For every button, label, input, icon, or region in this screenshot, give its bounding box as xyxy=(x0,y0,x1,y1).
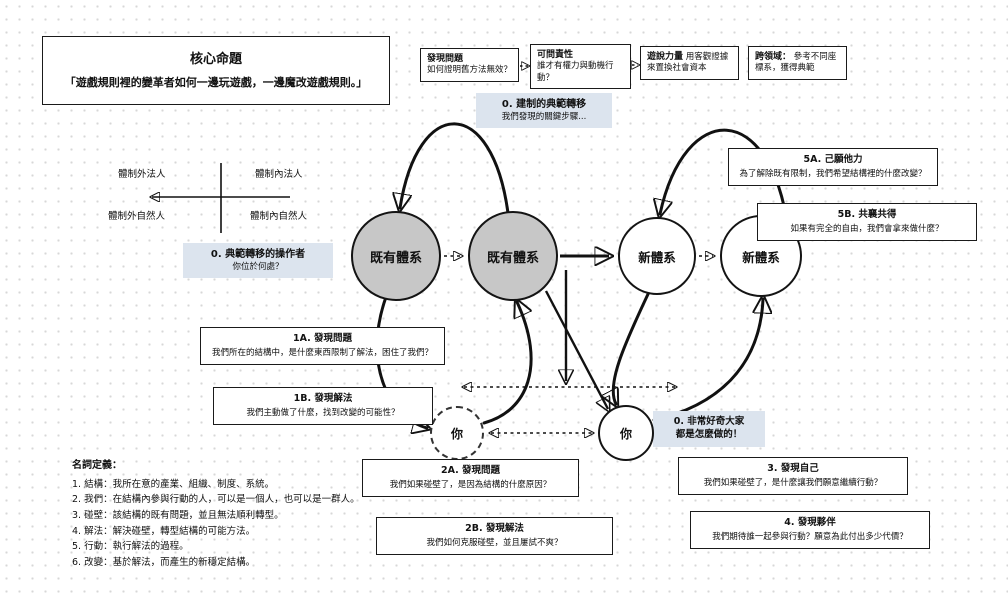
arc-you-to-new xyxy=(652,299,763,422)
callout-title: 5A. 己願他力 xyxy=(803,154,863,165)
callout-title: 2B. 發現解法 xyxy=(465,523,524,534)
flow-box-title: 跨領域： xyxy=(755,52,792,62)
callout-5a: 5A. 己願他力 為了解除既有限制，我們希望結構裡的什麼改變？ xyxy=(728,148,938,187)
circle-new-system-1: 新體系 xyxy=(618,217,696,295)
callout-1b: 1B. 發現解法 我們主動做了什麼，找到改變的可能性？ xyxy=(213,387,433,426)
quadrant-label-inside-natural: 體制內自然人 xyxy=(250,211,308,222)
circle-existing-system-1: 既有體系 xyxy=(351,211,441,301)
flow-box-lobbying: 遊說力量 用客觀證據來置換社會資本 xyxy=(640,46,739,80)
curious-note-title: 0. 非常好奇大家 xyxy=(673,416,745,427)
flow-box-title: 發現問題 xyxy=(427,54,464,64)
circle-existing-system-2: 既有體系 xyxy=(468,211,558,301)
arc-existing-loop-top xyxy=(400,122,510,215)
callout-title: 3. 發現自己 xyxy=(767,463,819,474)
definition-item: 5. 行動：執行解法的過程。 xyxy=(72,541,189,553)
callout-title: 1A. 發現問題 xyxy=(292,333,353,344)
callout-body: 我們如何克服碰壁，並且屢試不爽？ xyxy=(426,537,563,548)
callout-4: 4. 發現夥伴 我們期待誰一起參與行動？願意為此付出多少代價？ xyxy=(690,511,930,550)
callout-5b: 5B. 共襄共得 如果有完全的自由，我們會拿來做什麼？ xyxy=(757,203,977,242)
circle-you-solid: 你 xyxy=(598,405,654,461)
callout-body: 我們期待誰一起參與行動？願意為此付出多少代價？ xyxy=(712,531,908,542)
flow-box-discover-problem: 發現問題 如何證明舊方法無效？ xyxy=(420,48,519,82)
flow-box-body: 如何證明舊方法無效？ xyxy=(427,65,513,76)
paradigm-shift-label: 0. 建制的典範轉移 我們發現的關鍵步驟... xyxy=(476,93,612,128)
circle-you-dotted: 你 xyxy=(430,406,484,460)
definition-item: 6. 改變：基於解法，而產生的新穩定結構。 xyxy=(72,556,256,568)
paradigm-shift-title: 0. 建制的典範轉移 xyxy=(501,99,587,110)
flow-box-accountability: 可問責性 誰才有權力與動機行動？ xyxy=(530,44,631,90)
definition-item: 4. 解法：解決碰壁，轉型結構的可能方法。 xyxy=(72,525,256,537)
core-proposition-body: 「遊戲規則裡的變革者如何一邊玩遊戲，一邊魔改遊戲規則。」 xyxy=(64,75,368,89)
callout-body: 我們所在的結構中，是什麼東西限制了解法，困住了我們？ xyxy=(211,347,433,358)
curious-note: 0. 非常好奇大家 都是怎麼做的！ xyxy=(653,411,765,447)
callout-body: 我們如果碰壁了，是什麼讓我們願意繼續行動？ xyxy=(703,477,883,488)
curious-note-body: 都是怎麼做的！ xyxy=(675,428,743,440)
arc-you-to-existing xyxy=(482,302,533,425)
paradigm-shift-body: 我們發現的關鍵步驟... xyxy=(501,111,587,122)
callout-body: 為了解除既有限制，我們希望結構裡的什麼改變？ xyxy=(739,168,927,179)
flow-box-body: 誰才有權力與動機行動？ xyxy=(537,61,614,83)
definitions-block: 名詞定義： 1. 結構：我所在意的產業、組織、制度、系統。 2. 我們：在結構內… xyxy=(72,458,360,571)
callout-title: 5B. 共襄共得 xyxy=(837,209,897,220)
callout-title: 1B. 發現解法 xyxy=(293,393,353,404)
quadrant-label-outside-natural: 體制外自然人 xyxy=(108,211,166,222)
arrow-existing-to-you-solid xyxy=(544,290,608,409)
flow-box-body: 參考不同座標系，獲得典範 xyxy=(755,52,837,74)
callout-body: 我們如果碰壁了，是因為結構的什麼原因？ xyxy=(389,479,552,490)
core-proposition-box: 核心命題 「遊戲規則裡的變革者如何一邊玩遊戲，一邊魔改遊戲規則。」 xyxy=(42,36,390,106)
callout-title: 4. 發現夥伴 xyxy=(784,517,836,528)
callout-body: 如果有完全的自由，我們會拿來做什麼？ xyxy=(790,223,944,234)
arc-new-to-you xyxy=(613,290,651,404)
definitions-title: 名詞定義： xyxy=(72,460,122,471)
callout-2a: 2A. 發現問題 我們如果碰壁了，是因為結構的什麼原因？ xyxy=(362,459,579,498)
definition-item: 2. 我們：在結構內參與行動的人，可以是一個人，也可以是一群人。 xyxy=(72,494,360,506)
operator-title: 0. 典範轉移的操作者 xyxy=(210,249,306,260)
quadrant-label-outside-legal: 體制外法人 xyxy=(118,169,166,180)
flow-box-title: 遊說力量 xyxy=(647,52,684,62)
quadrant-label-inside-legal: 體制內法人 xyxy=(255,169,303,180)
flow-box-cross-domain: 跨領域： 參考不同座標系，獲得典範 xyxy=(748,46,847,80)
callout-1a: 1A. 發現問題 我們所在的結構中，是什麼東西限制了解法，困住了我們？ xyxy=(200,327,445,366)
definition-item: 1. 結構：我所在意的產業、組織、制度、系統。 xyxy=(72,478,275,490)
callout-title: 2A. 發現問題 xyxy=(440,465,501,476)
callout-3: 3. 發現自己 我們如果碰壁了，是什麼讓我們願意繼續行動？ xyxy=(678,457,908,496)
definition-item: 3. 碰壁：該結構的既有問題，並且無法順利轉型。 xyxy=(72,509,284,521)
flow-box-body: 用客觀證據來置換社會資本 xyxy=(647,52,729,74)
flow-box-title: 可問責性 xyxy=(537,50,574,60)
core-proposition-title: 核心命題 xyxy=(189,52,242,67)
operator-label: 0. 典範轉移的操作者 你位於何處？ xyxy=(183,243,333,278)
callout-2b: 2B. 發現解法 我們如何克服碰壁，並且屢試不爽？ xyxy=(376,517,613,556)
callout-body: 我們主動做了什麼，找到改變的可能性？ xyxy=(246,407,400,418)
operator-body: 你位於何處？ xyxy=(232,261,284,272)
